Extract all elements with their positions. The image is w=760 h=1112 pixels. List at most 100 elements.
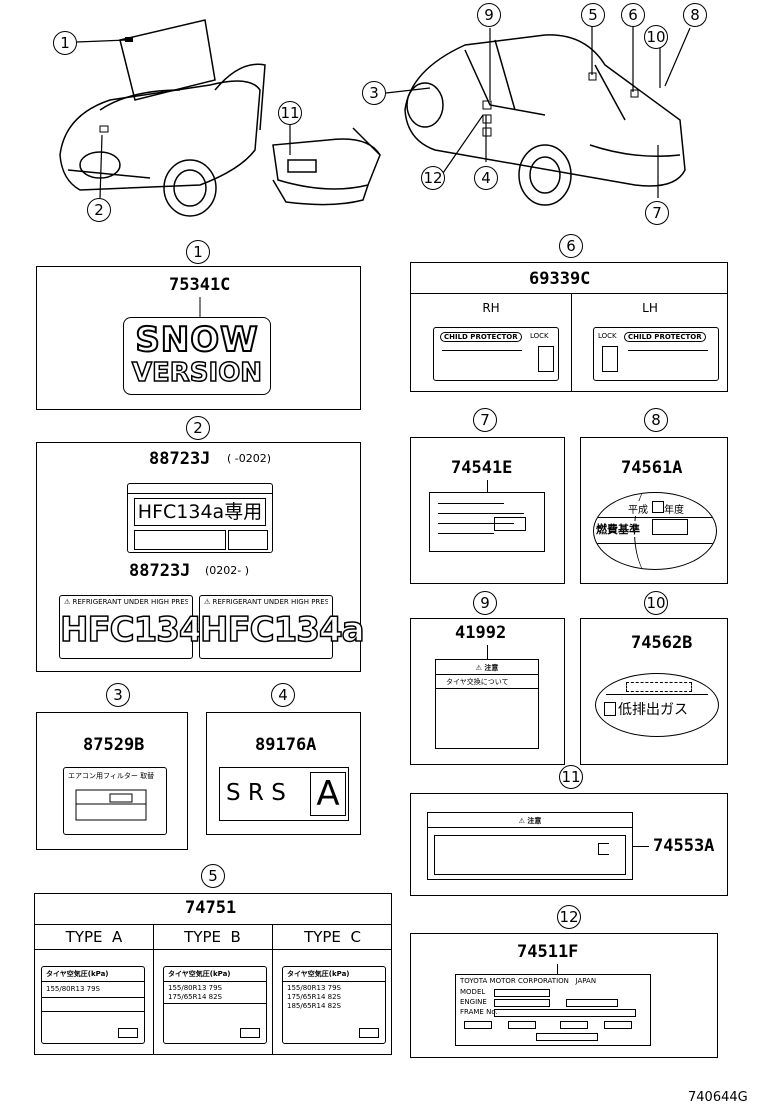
type-b-label: TYPE B xyxy=(184,928,241,946)
emblem-fuel-standard: 燃費基準 xyxy=(596,521,640,537)
tire-caution-heading: ⚠ 注意 xyxy=(475,664,499,672)
hfc-label-b: ⚠ REFRIGERANT UNDER HIGH PRESSURE HFC134… xyxy=(59,595,225,659)
hfc-label-b-text: HFC134a xyxy=(59,609,225,651)
type-b-column: TYPE B タイヤ空気圧(kPa) 155/80R13 79S 175/65R… xyxy=(153,924,272,1056)
srs-label: S R S A xyxy=(219,767,349,821)
rear-car-drawing xyxy=(404,34,686,206)
front-car-drawing xyxy=(59,19,266,217)
panel-3-callout: 3 xyxy=(106,683,130,707)
emblem-heisei: 平成 xyxy=(628,501,648,516)
panel-5-callout: 5 xyxy=(201,864,225,888)
filter-label: エアコン用フィルター 取替 xyxy=(63,767,167,835)
part-2a-range: ( -0202) xyxy=(227,452,272,465)
hfc-label-c-caption: ⚠ REFRIGERANT UNDER HIGH PRESSURE xyxy=(204,598,328,606)
snow-text: SNOW xyxy=(134,319,259,361)
version-text: VERSION xyxy=(131,357,263,389)
emblem-nendo: 年度 xyxy=(664,501,684,516)
callout-12: 12 xyxy=(421,166,445,190)
child-protector-rh-text: CHILD PROTECTOR xyxy=(440,332,522,342)
srs-box: A xyxy=(310,772,346,816)
part-1-leader xyxy=(199,297,201,319)
part-1-panel: 75341C SNOW VERSION xyxy=(36,266,361,410)
vin-row-model: MODEL xyxy=(460,988,486,996)
hfc-label-c-text: HFC134a xyxy=(199,609,365,651)
vin-plate: TOYOTA MOTOR CORPORATION JAPAN MODEL ENG… xyxy=(455,974,651,1046)
hfc-label-a: HFC134a専用 xyxy=(127,483,273,553)
type-b-tire-label: タイヤ空気圧(kPa) 155/80R13 79S 175/65R14 82S xyxy=(163,966,267,1044)
child-protector-rh: CHILD PROTECTOR LOCK xyxy=(433,327,559,381)
child-protector-lh: LOCK CHILD PROTECTOR xyxy=(593,327,719,381)
part-3-number: 87529B xyxy=(83,735,145,755)
part-10-panel: 74562B 低排出ガス xyxy=(580,618,728,765)
callout-9: 9 xyxy=(477,3,501,27)
callout-6: 6 xyxy=(621,3,645,27)
seat-caution-label: ⚠ 注意 xyxy=(427,812,633,880)
type-a-label: TYPE A xyxy=(65,928,123,946)
part-12-panel: 74511F TOYOTA MOTOR CORPORATION JAPAN MO… xyxy=(410,933,718,1058)
panel-4-callout: 4 xyxy=(271,683,295,707)
rh-label: RH xyxy=(482,301,500,315)
part-2a-number: 88723J xyxy=(149,449,211,469)
callout-1: 1 xyxy=(53,31,77,55)
type-a-row-1: 155/80R13 79S xyxy=(46,985,100,993)
type-c-label: TYPE C xyxy=(304,928,361,946)
tire-caution-sub: タイヤ交換について xyxy=(446,678,509,686)
vin-row-frame: FRAME No. xyxy=(460,1008,498,1016)
part-2b-number: 88723J xyxy=(129,561,191,581)
part-4-number: 89176A xyxy=(255,735,317,755)
lh-label: LH xyxy=(642,301,658,315)
low-emission-emblem: 低排出ガス xyxy=(595,673,719,737)
part-1-number: 75341C xyxy=(169,275,231,295)
type-b-row-1: 155/80R13 79S xyxy=(168,984,222,992)
part-2-panel: 88723J ( -0202) HFC134a専用 88723J (0202- … xyxy=(36,442,365,672)
child-protector-lh-lock: LOCK xyxy=(598,332,617,340)
type-a-heading: タイヤ空気圧(kPa) xyxy=(46,970,109,978)
vin-row-engine: ENGINE xyxy=(460,998,487,1006)
callout-7: 7 xyxy=(645,201,669,225)
panel-11-callout: 11 xyxy=(559,765,583,789)
type-b-row-2: 175/65R14 82S xyxy=(168,993,222,1001)
panel-1-callout: 1 xyxy=(186,240,210,264)
type-b-heading: タイヤ空気圧(kPa) xyxy=(168,970,231,978)
type-c-column: TYPE C タイヤ空気圧(kPa) 155/80R13 79S 175/65R… xyxy=(272,924,393,1056)
snow-version-label: SNOW VERSION xyxy=(123,317,271,395)
type-c-heading: タイヤ空気圧(kPa) xyxy=(287,970,350,978)
part-7-panel: 74541E xyxy=(410,437,565,584)
part-3-panel: 87529B エアコン用フィルター 取替 xyxy=(36,712,188,850)
vehicle-illustration: 1 2 11 3 9 12 4 5 6 10 8 7 xyxy=(0,0,760,235)
child-protector-rh-lock: LOCK xyxy=(530,332,549,340)
figure-code: 740644G xyxy=(688,1090,748,1105)
part-9-panel: 41992 ⚠ 注意 タイヤ交換について xyxy=(410,618,565,765)
part-12-number: 74511F xyxy=(517,942,579,962)
seat-caution-heading: ⚠ 注意 xyxy=(518,817,542,825)
part-8-panel: 74561A 平成 年度 燃費基準 xyxy=(580,437,728,584)
part-8-number: 74561A xyxy=(621,458,683,478)
callout-10: 10 xyxy=(644,25,668,49)
callout-4: 4 xyxy=(474,166,498,190)
hfc-label-b-caption: ⚠ REFRIGERANT UNDER HIGH PRESSURE xyxy=(64,598,188,606)
vin-plate-maker: TOYOTA MOTOR CORPORATION JAPAN xyxy=(460,977,597,985)
low-emission-text: 低排出ガス xyxy=(618,702,688,718)
part-10-number: 74562B xyxy=(631,633,693,653)
callout-11: 11 xyxy=(278,101,302,125)
leader-lines xyxy=(76,26,691,199)
part-2b-range: (0202- ) xyxy=(205,564,250,577)
part-7-label xyxy=(429,492,545,552)
part-11-number: 74553A xyxy=(653,836,715,856)
part-6-number: 69339C xyxy=(529,269,591,289)
panel-9-callout: 9 xyxy=(473,591,497,615)
callout-2: 2 xyxy=(87,198,111,222)
tire-change-caution-label: ⚠ 注意 タイヤ交換について xyxy=(435,659,539,749)
part-4-panel: 89176A S R S A xyxy=(206,712,361,835)
type-a-tire-label: タイヤ空気圧(kPa) 155/80R13 79S xyxy=(41,966,145,1044)
srs-text: S R S xyxy=(226,780,286,806)
callout-8: 8 xyxy=(683,3,707,27)
hfc-label-a-text: HFC134a専用 xyxy=(134,498,266,526)
panel-8-callout: 8 xyxy=(644,408,668,432)
part-9-number: 41992 xyxy=(455,623,507,643)
hfc-label-c: ⚠ REFRIGERANT UNDER HIGH PRESSURE HFC134… xyxy=(199,595,365,659)
fuel-economy-emblem: 平成 年度 燃費基準 xyxy=(593,492,717,570)
panel-12-callout: 12 xyxy=(557,905,581,929)
panel-7-callout: 7 xyxy=(473,408,497,432)
panel-6-callout: 6 xyxy=(559,234,583,258)
